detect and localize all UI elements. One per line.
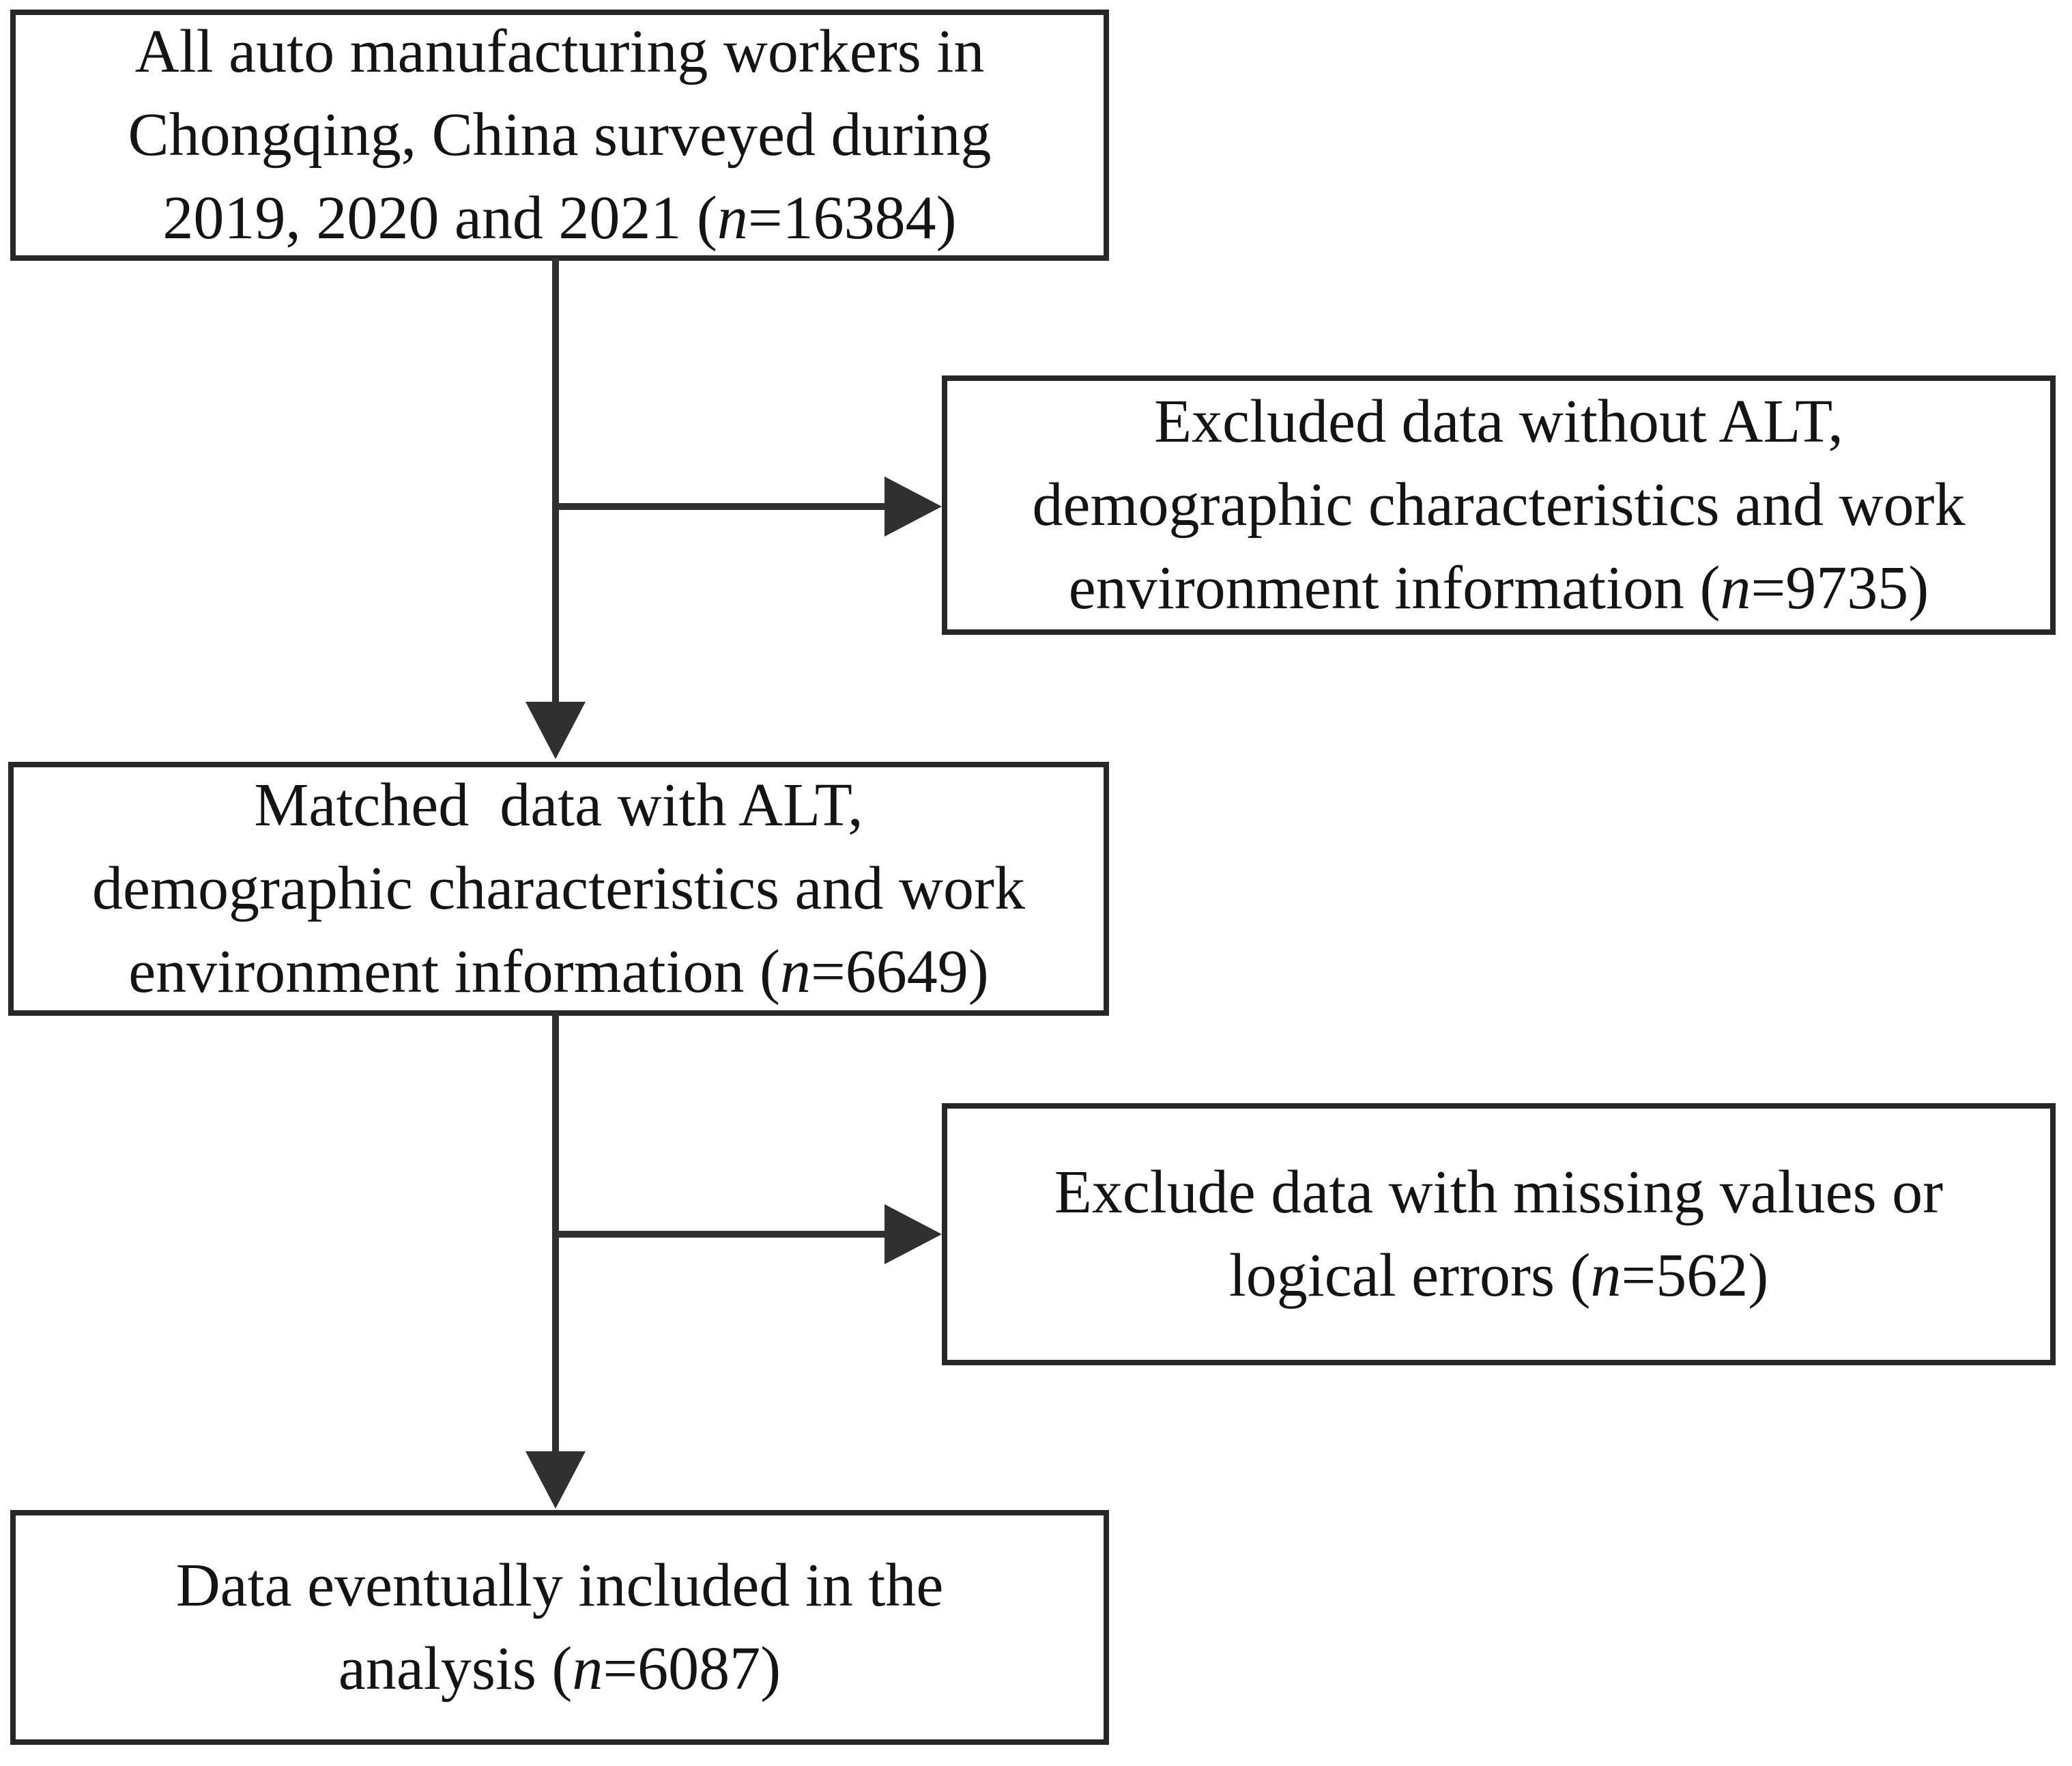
node-text-line: demographic characteristics and work <box>92 855 1025 922</box>
node-text-line: analysis (n=6087) <box>338 1635 781 1703</box>
n-variable: n <box>717 184 748 252</box>
node-text-line: environment information (n=9735) <box>1068 554 1929 622</box>
connector-population-to-excluded <box>552 503 884 510</box>
node-text-line: Data eventually included in the <box>175 1552 944 1619</box>
node-text-line: Excluded data without ALT, <box>1154 388 1843 455</box>
arrowhead-right-icon <box>884 476 942 537</box>
arrowhead-down-icon <box>526 1451 586 1509</box>
connector-matched-to-excluded <box>552 1231 884 1238</box>
connector-population-to-matched <box>552 258 559 706</box>
n-variable: n <box>780 938 811 1006</box>
node-text-line: demographic characteristics and work <box>1032 471 1966 539</box>
node-text-line: Exclude data with missing values or <box>1054 1158 1944 1226</box>
n-variable: n <box>1590 1242 1622 1309</box>
node-matched: Matched data with ALT, demographic chara… <box>8 762 1109 1016</box>
node-excluded-without-alt: Excluded data without ALT, demographic c… <box>942 375 2056 635</box>
node-text-line: All auto manufacturing workers in <box>134 18 985 85</box>
node-final-analysis: Data eventually included in the analysis… <box>10 1510 1109 1745</box>
arrowhead-right-icon <box>884 1204 942 1264</box>
n-variable: n <box>572 1635 603 1703</box>
node-population: All auto manufacturing workers in Chongq… <box>10 10 1109 261</box>
node-text-line: logical errors (n=562) <box>1228 1242 1769 1309</box>
node-text-line: Matched data with ALT, <box>254 771 863 839</box>
node-text-line: 2019, 2020 and 2021 (n=16384) <box>162 184 957 252</box>
n-variable: n <box>1720 554 1751 622</box>
node-excluded-errors: Exclude data with missing values or logi… <box>942 1103 2056 1365</box>
node-text-line: environment information (n=6649) <box>128 938 989 1006</box>
node-text-line: Chongqing, China surveyed during <box>128 101 992 169</box>
arrowhead-down-icon <box>526 702 586 759</box>
